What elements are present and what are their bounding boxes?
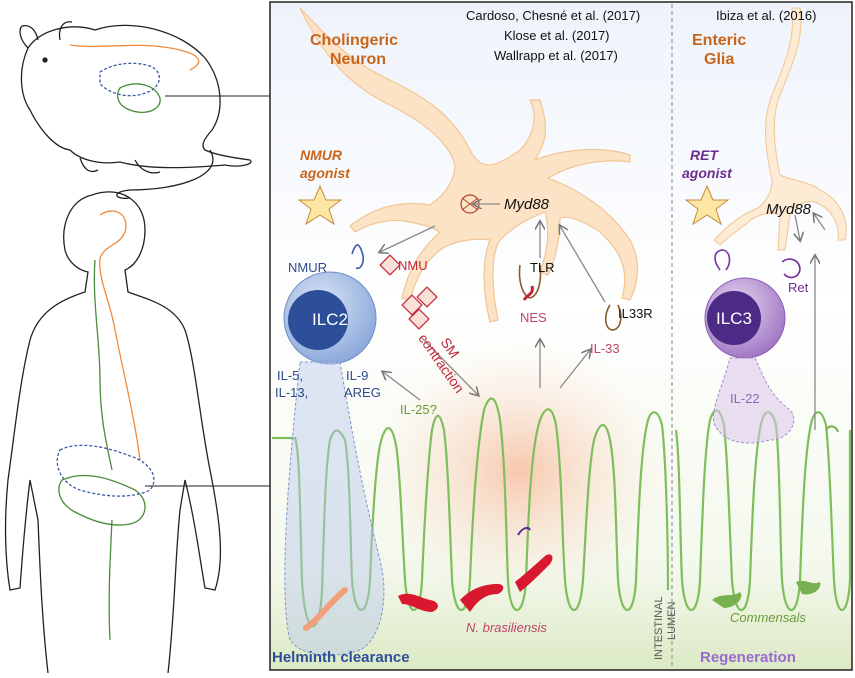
ilc2-cell xyxy=(283,271,377,365)
il22-label: IL-22 xyxy=(730,391,760,406)
enteric-title-line2: Glia xyxy=(704,51,734,68)
lumen-line1: INTESTINAL xyxy=(653,596,665,660)
citation-left-3: Wallrapp et al. (2017) xyxy=(494,48,618,63)
ilc3-label: ILC3 xyxy=(716,309,752,328)
nmur-label: NMUR xyxy=(288,260,327,275)
il22-cloud xyxy=(712,357,795,444)
nmur-agonist-line1: NMUR xyxy=(300,147,343,163)
signal-arrows xyxy=(380,204,826,430)
ret-receptor xyxy=(781,258,801,279)
cholinergic-neuron xyxy=(299,7,639,323)
intestinal-lumen-label: INTESTINAL LUMEN xyxy=(653,596,678,660)
commensal-bacteria xyxy=(712,425,839,608)
ilc2-effector-zone xyxy=(284,361,385,656)
myd88-neuron-label: Myd88 xyxy=(504,196,550,213)
il33r-receptor xyxy=(604,304,622,331)
il13-label: IL-13, xyxy=(275,385,308,400)
il5-label: IL-5, xyxy=(277,368,303,383)
ret-label: Ret xyxy=(788,280,809,295)
human-illustration xyxy=(4,191,222,674)
helminths-n-brasiliensis xyxy=(398,526,553,612)
il25-label: IL-25? xyxy=(400,402,437,417)
ilc3-receptor xyxy=(714,249,731,271)
tlr-label: TLR xyxy=(530,260,555,275)
areg-label: AREG xyxy=(344,385,381,400)
nmu-label: NMU xyxy=(398,258,428,273)
cholinergic-title-line1: Cholingeric xyxy=(310,32,398,49)
n-brasiliensis-label: N. brasiliensis xyxy=(466,620,547,635)
ilc3-cell xyxy=(704,277,786,359)
human-nerves xyxy=(56,210,155,641)
ret-agonist-star xyxy=(684,184,730,226)
commensals-label: Commensals xyxy=(730,610,806,625)
helminth-in-zone xyxy=(303,587,348,631)
citation-left-2: Klose et al. (2017) xyxy=(504,28,610,43)
tlr-receptor xyxy=(518,264,542,299)
il33r-label: IL33R xyxy=(618,306,653,321)
mouse-illustration xyxy=(19,21,252,199)
il33-label: IL-33 xyxy=(590,341,620,356)
main-panel: Cardoso, Chesné et al. (2017) Klose et a… xyxy=(269,1,853,671)
ilc2-label: ILC2 xyxy=(312,310,348,329)
citation-left-1: Cardoso, Chesné et al. (2017) xyxy=(466,8,640,23)
nmu-molecules xyxy=(379,254,438,330)
inflammation-zone xyxy=(370,340,670,600)
nes-label: NES xyxy=(520,310,547,325)
lumen-line2: LUMEN xyxy=(666,601,678,640)
myd88-glia-label: Myd88 xyxy=(766,201,812,218)
nmur-agonist-line2: agonist xyxy=(300,165,351,181)
ret-agonist-line1: RET xyxy=(690,147,719,163)
enteric-title-line1: Enteric xyxy=(692,32,746,49)
cholinergic-title-line2: Neuron xyxy=(330,51,386,68)
citation-right-1: Ibiza et al. (2016) xyxy=(716,8,816,23)
nes-molecule xyxy=(522,285,534,301)
regeneration-label: Regeneration xyxy=(700,649,796,666)
helminth-clearance-label: Helminth clearance xyxy=(272,649,410,666)
mouse-nerves xyxy=(69,44,200,113)
nmur-receptor xyxy=(351,244,364,270)
nmur-agonist-star xyxy=(297,184,343,226)
enteric-glia-cell xyxy=(713,7,847,251)
il9-label: IL-9 xyxy=(346,368,368,383)
ret-agonist-line2: agonist xyxy=(682,165,733,181)
